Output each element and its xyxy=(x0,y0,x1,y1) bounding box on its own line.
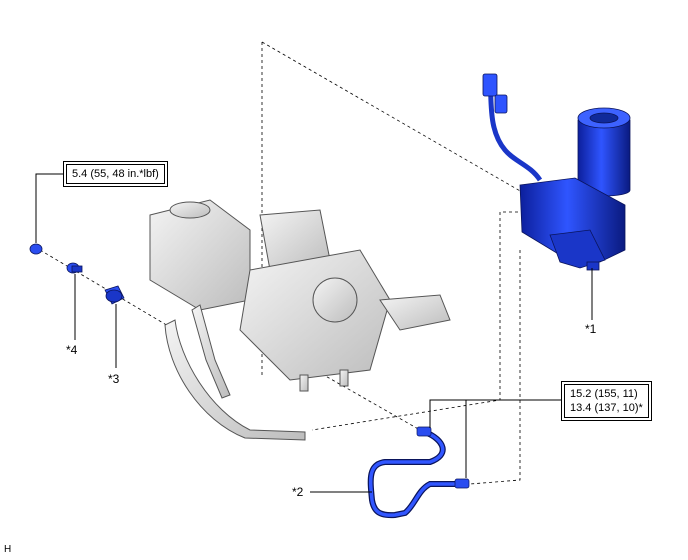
torque-spec-lower-line2: 13.4 (137, 10)* xyxy=(570,402,643,414)
corner-mark: H xyxy=(4,544,12,555)
callout-part-1: *1 xyxy=(585,322,597,336)
callout-part-4: *4 xyxy=(66,343,78,357)
nut-part xyxy=(29,243,43,255)
torque-spec-upper-text: 5.4 (55, 48 in.*lbf) xyxy=(66,164,165,184)
fitting-part xyxy=(104,285,125,305)
torque-spec-lower-text: 15.2 (155, 11) 13.4 (137, 10)* xyxy=(564,384,649,418)
bolt-part xyxy=(66,262,83,274)
callout-part-3: *3 xyxy=(108,372,120,386)
callout-part-2: *2 xyxy=(292,485,304,499)
brake-tube-part xyxy=(367,426,470,519)
actuator-motor-part xyxy=(482,73,631,271)
leader-lines xyxy=(35,173,593,493)
torque-spec-lower-line1: 15.2 (155, 11) xyxy=(570,388,638,400)
brake-booster-assembly xyxy=(149,199,451,441)
torque-spec-box-lower: 15.2 (155, 11) 13.4 (137, 10)* xyxy=(561,381,652,421)
torque-spec-box-upper: 5.4 (55, 48 in.*lbf) xyxy=(63,161,168,187)
